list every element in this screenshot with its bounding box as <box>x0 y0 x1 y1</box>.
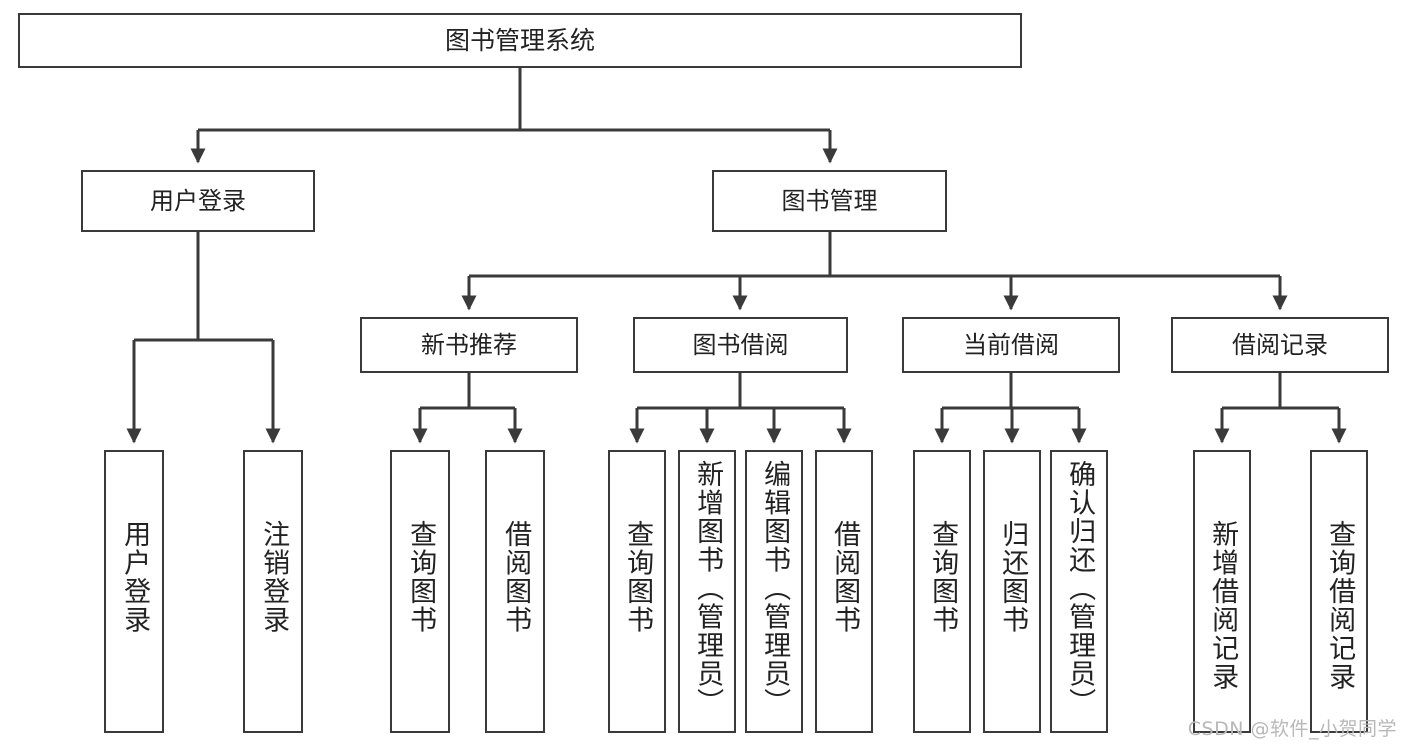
node-label: 查询图书 <box>927 520 959 634</box>
node-user-login[interactable]: 用户登录 <box>81 170 315 232</box>
node-label: 图书管理系统 <box>444 25 595 55</box>
leaf-edit-book-admin[interactable]: 编辑图书（管理员） <box>745 450 803 733</box>
node-label: 借阅记录 <box>1232 330 1328 359</box>
node-new-book-recommend[interactable]: 新书推荐 <box>360 317 578 373</box>
node-label: 查询图书 <box>622 520 654 634</box>
node-label: 注销登录 <box>258 520 290 634</box>
leaf-query-book-borrow[interactable]: 查询图书 <box>608 450 666 733</box>
leaf-query-book-recommend[interactable]: 查询图书 <box>390 450 450 733</box>
node-book-borrow[interactable]: 图书借阅 <box>633 317 848 373</box>
node-label: 新书推荐 <box>421 330 517 359</box>
node-label: 查询借阅记录 <box>1324 520 1356 691</box>
leaf-confirm-return-admin[interactable]: 确认归还（管理员） <box>1050 450 1108 733</box>
node-label: 确认归还（管理员） <box>1064 460 1096 717</box>
leaf-add-borrow-record[interactable]: 新增借阅记录 <box>1193 450 1251 733</box>
node-label: 用户登录 <box>150 186 246 215</box>
leaf-user-logout[interactable]: 注销登录 <box>243 450 303 733</box>
leaf-query-book-current[interactable]: 查询图书 <box>913 450 971 733</box>
leaf-user-login[interactable]: 用户登录 <box>104 450 164 733</box>
node-current-borrow[interactable]: 当前借阅 <box>902 317 1120 373</box>
leaf-borrow-book[interactable]: 借阅图书 <box>815 450 873 733</box>
node-label: 当前借阅 <box>963 330 1059 359</box>
leaf-add-book-admin[interactable]: 新增图书（管理员） <box>678 450 736 733</box>
node-label: 编辑图书（管理员） <box>759 460 791 717</box>
node-label: 新增借阅记录 <box>1207 520 1239 691</box>
node-label: 归还图书 <box>997 520 1029 634</box>
node-label: 图书借阅 <box>692 330 789 359</box>
node-root-system[interactable]: 图书管理系统 <box>18 13 1022 68</box>
node-label: 图书管理 <box>781 186 878 215</box>
node-label: 新增图书（管理员） <box>692 460 724 717</box>
node-book-management[interactable]: 图书管理 <box>712 170 947 232</box>
leaf-return-book[interactable]: 归还图书 <box>983 450 1041 733</box>
csdn-watermark: CSDN @软件_小贺同学 <box>1187 718 1397 740</box>
node-label: 查询图书 <box>405 520 437 634</box>
leaf-borrow-book-recommend[interactable]: 借阅图书 <box>485 450 545 733</box>
node-label: 用户登录 <box>119 520 151 634</box>
leaf-query-borrow-record[interactable]: 查询借阅记录 <box>1310 450 1368 733</box>
node-label: 借阅图书 <box>829 520 861 634</box>
node-borrow-record[interactable]: 借阅记录 <box>1171 317 1389 373</box>
node-label: 借阅图书 <box>500 520 532 634</box>
